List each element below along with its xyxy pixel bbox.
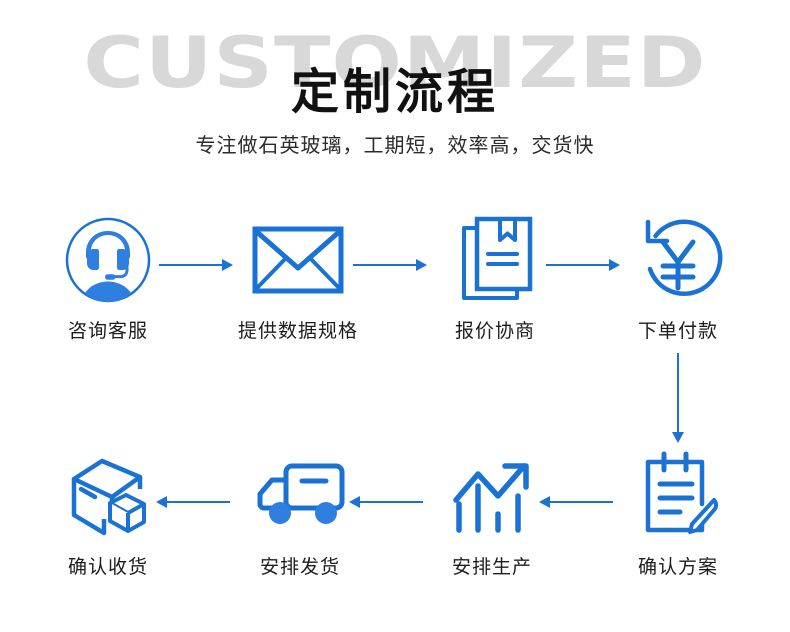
arrow-left-1-icon: [538, 492, 614, 512]
header: CUSTOMIZED 定制流程 专注做石英玻璃，工期短，效率高，交货快: [0, 0, 790, 190]
arrow-left-3-icon: [155, 492, 231, 512]
flow-step-label: 安排生产: [451, 557, 532, 578]
flow-step-confirm-receipt: 确认收货: [28, 448, 188, 580]
arrow-right-1-icon: [158, 255, 234, 275]
flow-step-provide-specs: 提供数据规格: [218, 212, 378, 344]
documents-quotation-icon: [415, 212, 575, 308]
flow-step-label: 下单付款: [637, 321, 718, 342]
watermark-text: CUSTOMIZED: [83, 22, 707, 104]
page-subtitle: 专注做石英玻璃，工期短，效率高，交货快: [195, 135, 595, 157]
growth-chart-icon: [412, 448, 572, 544]
flow-step-label: 提供数据规格: [237, 321, 358, 342]
clipboard-pen-icon: [598, 448, 758, 544]
flow-step-arrange-production: 安排生产: [412, 448, 572, 580]
page-title: 定制流程: [290, 66, 499, 119]
arrow-left-2-icon: [348, 492, 424, 512]
arrow-right-3-icon: [545, 255, 621, 275]
flow-step-label: 安排发货: [259, 557, 340, 578]
envelope-icon: [218, 212, 378, 308]
flow-step-quotation: 报价协商: [415, 212, 575, 344]
delivery-truck-icon: [220, 448, 380, 544]
flow-step-confirm-plan: 确认方案: [598, 448, 758, 580]
flow-step-arrange-shipping: 安排发货: [220, 448, 380, 580]
flow-step-label: 确认收货: [67, 557, 148, 578]
flow-step-order-payment: 下单付款: [598, 212, 758, 344]
flow-step-consult: 咨询客服: [28, 212, 188, 344]
flow-step-label: 报价协商: [454, 321, 535, 342]
arrow-right-2-icon: [352, 255, 428, 275]
arrow-down-1-icon: [658, 352, 698, 444]
package-box-icon: [28, 448, 188, 544]
flow-step-label: 咨询客服: [67, 321, 148, 342]
yuan-payment-refresh-icon: [598, 212, 758, 308]
headset-support-icon: [28, 212, 188, 308]
flow-step-label: 确认方案: [637, 557, 718, 578]
